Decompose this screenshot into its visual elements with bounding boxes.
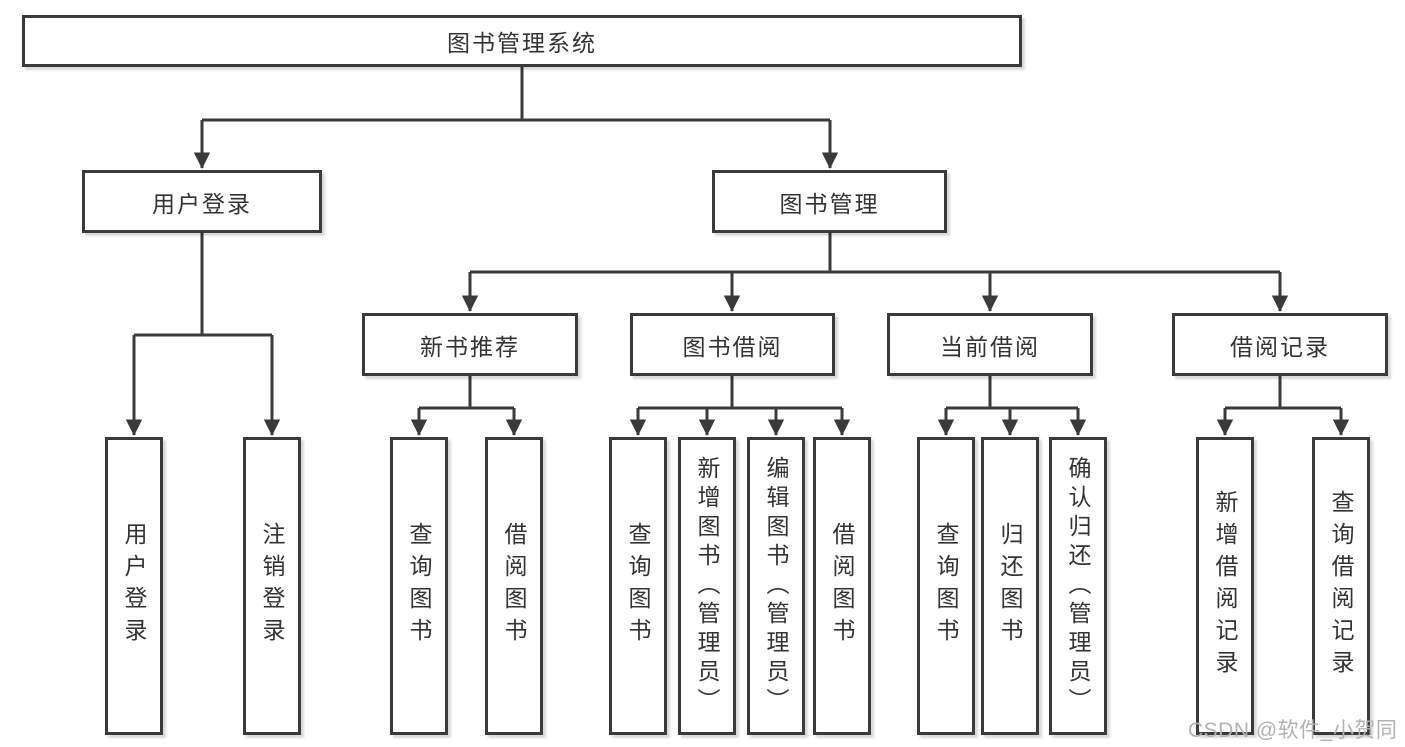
- leaf-add-books-admin: 新增图书（管理员）: [678, 437, 736, 735]
- leaf-user-login: 用户登录: [105, 437, 163, 735]
- leaf-add-borrow-record: 新增借阅记录: [1196, 437, 1254, 735]
- watermark: CSDN @软件_小贺同学: [1188, 719, 1398, 742]
- leaf-borrow-books: 借阅图书: [813, 437, 871, 735]
- node-borrow-records: 借阅记录: [1172, 313, 1388, 376]
- node-library-management-system: 图书管理系统: [22, 15, 1022, 67]
- leaf-edit-books-admin: 编辑图书（管理员）: [747, 437, 805, 735]
- leaf-query-books-recommend: 查询图书: [390, 437, 448, 735]
- leaf-query-borrow-record: 查询借阅记录: [1312, 437, 1370, 735]
- leaf-confirm-return-admin: 确认归还（管理员）: [1049, 437, 1107, 735]
- leaf-return-books: 归还图书: [981, 437, 1039, 735]
- node-book-borrowing: 图书借阅: [630, 313, 835, 376]
- leaf-borrow-books-recommend: 借阅图书: [485, 437, 543, 735]
- leaf-query-books-current: 查询图书: [917, 437, 975, 735]
- leaf-logout: 注销登录: [243, 437, 301, 735]
- node-user-login: 用户登录: [82, 170, 322, 233]
- leaf-query-books-borrowing: 查询图书: [609, 437, 667, 735]
- node-new-book-recommend: 新书推荐: [362, 313, 578, 376]
- node-book-management: 图书管理: [712, 170, 947, 233]
- node-current-borrowing: 当前借阅: [887, 313, 1093, 376]
